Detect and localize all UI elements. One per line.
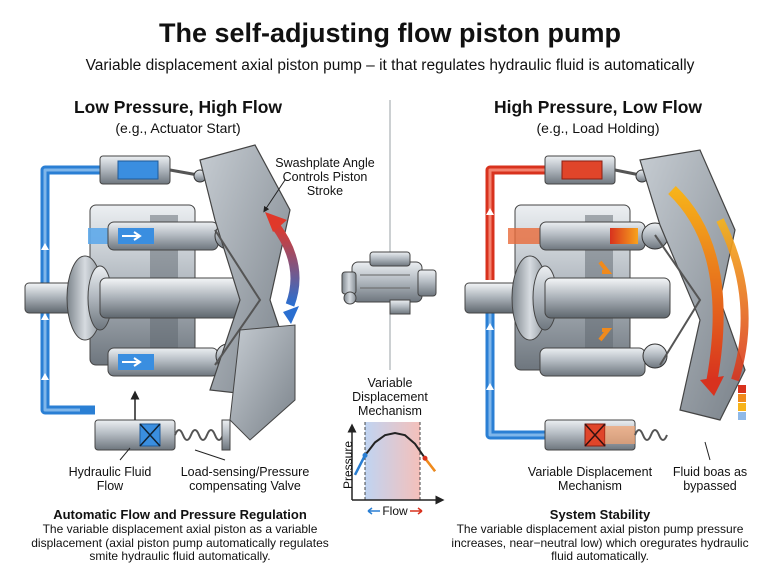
right-panel-heading: High Pressure, Low Flow — [493, 97, 703, 117]
left-angle-arrow — [271, 222, 300, 307]
right-footer-text: The variable displacement axial piston p… — [451, 522, 749, 563]
pressure-flow-chart — [347, 422, 445, 515]
right-mechanism-label: Variable Displacement Mechanism — [527, 465, 653, 493]
chart-segment-low — [353, 454, 367, 476]
left-loop-arrows — [41, 243, 49, 380]
chart-point — [422, 455, 428, 461]
right-panel-subheading: (e.g., Load Holding) — [536, 120, 660, 136]
chart-point — [362, 452, 368, 458]
valve-label: Load-sensing/Pressure compensating Valve — [180, 465, 310, 493]
fluid-flow-label: Hydraulic Fluid Flow — [68, 465, 152, 493]
left-panel-heading: Low Pressure, High Flow — [73, 97, 283, 117]
chart-line — [354, 431, 436, 476]
right-footer-title: System Stability — [549, 507, 651, 522]
page-title: The self-adjusting flow piston pump — [159, 18, 621, 48]
pump-photo — [341, 251, 437, 315]
chart-y-label: Pressure — [341, 440, 355, 490]
left-pump — [24, 144, 300, 461]
swashplate-label: Swashplate Angle Controls Piston Stroke — [275, 156, 375, 198]
right-pump — [464, 149, 749, 461]
chart-series — [353, 431, 436, 476]
chart-shaded-band — [365, 422, 420, 500]
chart-x-label: Flow — [382, 504, 408, 518]
bypass-label: Fluid boas as bypassed — [672, 465, 748, 493]
left-panel-subheading: (e.g., Actuator Start) — [115, 120, 241, 136]
page-subtitle: Variable displacement axial piston pump … — [85, 57, 695, 74]
chart-segment-high — [424, 457, 436, 472]
mechanism-label-center: Variable Displacement Mechanism — [352, 376, 428, 418]
left-footer-text: The variable displacement axial piston a… — [31, 522, 329, 563]
right-heat-arrow-1 — [668, 186, 724, 381]
left-footer-title: Automatic Flow and Pressure Regulation — [53, 507, 307, 522]
